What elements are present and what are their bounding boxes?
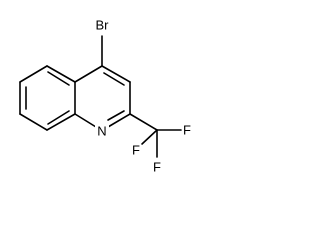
double-bond-inner <box>103 72 125 86</box>
double-bond-inner <box>47 110 70 125</box>
label-mask <box>95 124 109 140</box>
atom-labels: Br N F F F <box>89 15 191 175</box>
label-mask <box>89 15 115 35</box>
bond <box>19 65 48 83</box>
bromine-label: Br <box>96 18 110 33</box>
nitrogen-label: N <box>97 124 106 139</box>
bond <box>74 113 97 128</box>
fluorine-bottom-label: F <box>153 160 161 175</box>
bond <box>107 113 131 128</box>
double-bond-inner <box>107 110 125 121</box>
benzene-ring <box>19 65 76 131</box>
bond <box>19 113 48 131</box>
structure-drawing: Br N F F F <box>19 15 192 175</box>
bond-c-cf3 <box>129 113 158 131</box>
double-bond-inner <box>47 71 70 86</box>
bond <box>46 113 76 131</box>
pyridine-ring <box>74 65 131 128</box>
substituent-bonds <box>101 35 182 158</box>
bond <box>101 65 131 83</box>
bond-c-f-left <box>141 129 158 145</box>
fluorine-left-label: F <box>132 143 140 158</box>
bond <box>74 65 103 83</box>
bond <box>46 65 76 83</box>
fluorine-right-label: F <box>183 123 191 138</box>
molecule-diagram: Br N F F F <box>19 15 192 175</box>
